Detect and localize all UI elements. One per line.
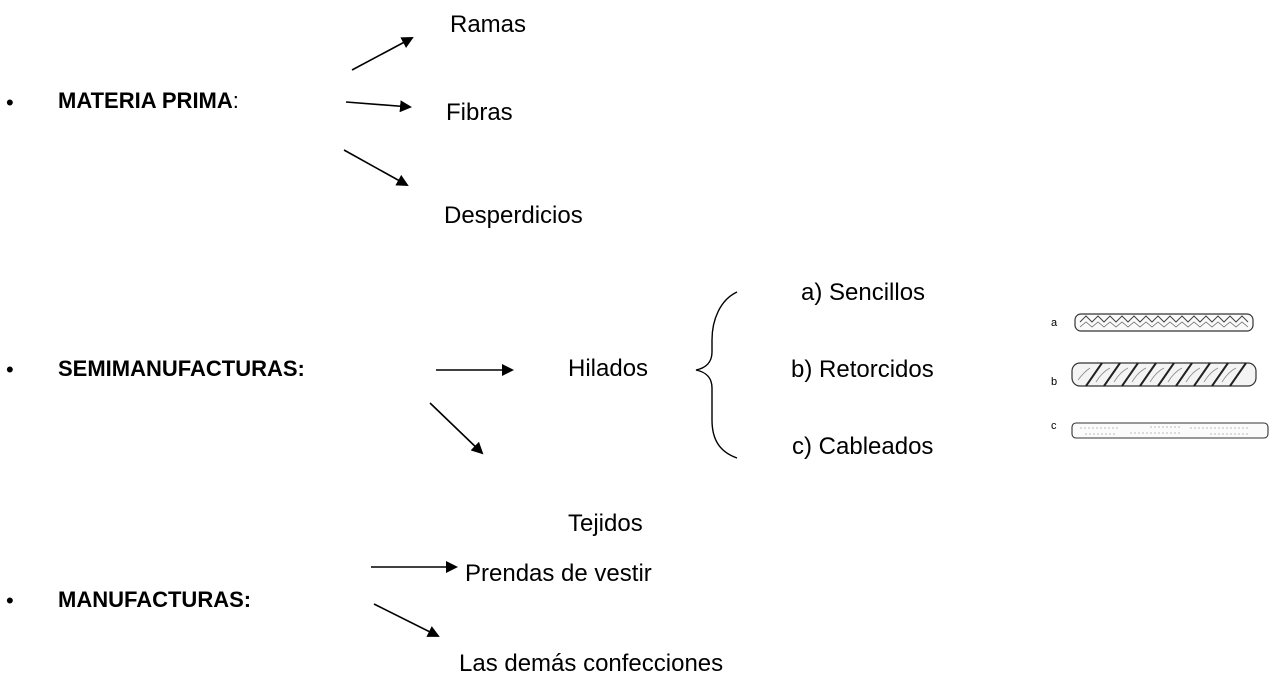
bullet-materia-prima: • bbox=[6, 90, 14, 115]
materia-prima-label: MATERIA PRIMA bbox=[58, 88, 233, 113]
hilados-type-retorcidos: b) Retorcidos bbox=[791, 356, 934, 383]
manufacturas-label: MANUFACTURAS: bbox=[58, 587, 252, 612]
hilados-type-cableados: c) Cableados bbox=[792, 433, 934, 460]
arrow-to-ramas-icon bbox=[351, 37, 414, 71]
hilados-type-sencillos: a) Sencillos bbox=[801, 279, 926, 306]
bullet-semimanufacturas: • bbox=[6, 357, 14, 382]
yarn-label-b: b bbox=[1051, 376, 1058, 388]
materia-prima-colon: : bbox=[232, 88, 239, 113]
yarn-label-c: c bbox=[1051, 420, 1057, 432]
materia-prima-heading: MATERIA PRIMA: bbox=[58, 87, 239, 115]
yarn-label-a: a bbox=[1051, 317, 1058, 329]
arrow-to-fibras-icon bbox=[345, 100, 412, 113]
arrow-to-confecciones-icon bbox=[373, 603, 440, 637]
curly-brace-icon bbox=[695, 291, 738, 459]
yarn-illustration-sencillo bbox=[1074, 313, 1254, 332]
item-prendas-de-vestir: Prendas de vestir bbox=[465, 560, 652, 587]
item-ramas: Ramas bbox=[450, 11, 527, 38]
item-hilados: Hilados bbox=[568, 355, 649, 382]
item-fibras: Fibras bbox=[446, 99, 513, 126]
bullet-manufacturas: • bbox=[6, 588, 14, 613]
yarn-illustration-cableado bbox=[1071, 422, 1269, 439]
arrow-to-tejidos-icon bbox=[429, 402, 484, 455]
item-tejidos: Tejidos bbox=[568, 510, 643, 537]
yarn-illustration-retorcido bbox=[1071, 362, 1257, 387]
item-desperdicios: Desperdicios bbox=[444, 202, 583, 229]
item-las-demas-confecciones: Las demás confecciones bbox=[459, 650, 724, 677]
arrow-to-desperdicios-icon bbox=[343, 149, 409, 186]
semimanufacturas-label: SEMIMANUFACTURAS: bbox=[58, 356, 305, 381]
